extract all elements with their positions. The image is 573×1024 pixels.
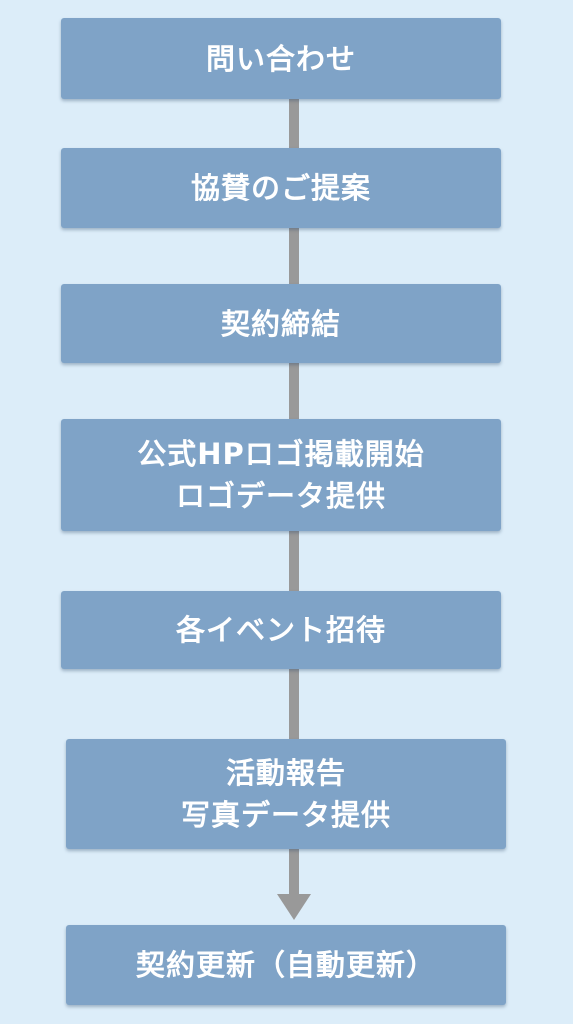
connector-5 <box>289 669 299 739</box>
step-event-invitation: 各イベント招待 <box>61 591 501 669</box>
step-sponsorship-proposal: 協賛のご提案 <box>61 148 501 228</box>
step-label: 問い合わせ <box>205 41 356 76</box>
step-logo-listing: 公式HPロゴ掲載開始 ロゴデータ提供 <box>61 419 501 531</box>
connector-2 <box>289 228 299 284</box>
arrow-head <box>277 894 311 920</box>
step-contract-signing: 契約締結 <box>61 284 501 363</box>
step-inquiry: 問い合わせ <box>61 18 501 99</box>
step-contract-renewal: 契約更新（自動更新） <box>66 925 506 1005</box>
step-label: 契約更新（自動更新） <box>135 948 436 982</box>
step-label: 協賛のご提案 <box>190 171 371 205</box>
connector-6 <box>289 849 299 897</box>
connector-4 <box>289 531 299 591</box>
step-label: ロゴデータ提供 <box>175 479 386 513</box>
step-label: 公式HPロゴ掲載開始 <box>137 437 425 471</box>
step-label: 契約締結 <box>220 306 341 341</box>
step-label: 写真データ提供 <box>180 798 391 832</box>
connector-3 <box>289 363 299 419</box>
step-label: 各イベント招待 <box>175 613 386 647</box>
step-activity-report: 活動報告 写真データ提供 <box>66 739 506 849</box>
step-label: 活動報告 <box>225 756 346 790</box>
connector-1 <box>289 99 299 148</box>
